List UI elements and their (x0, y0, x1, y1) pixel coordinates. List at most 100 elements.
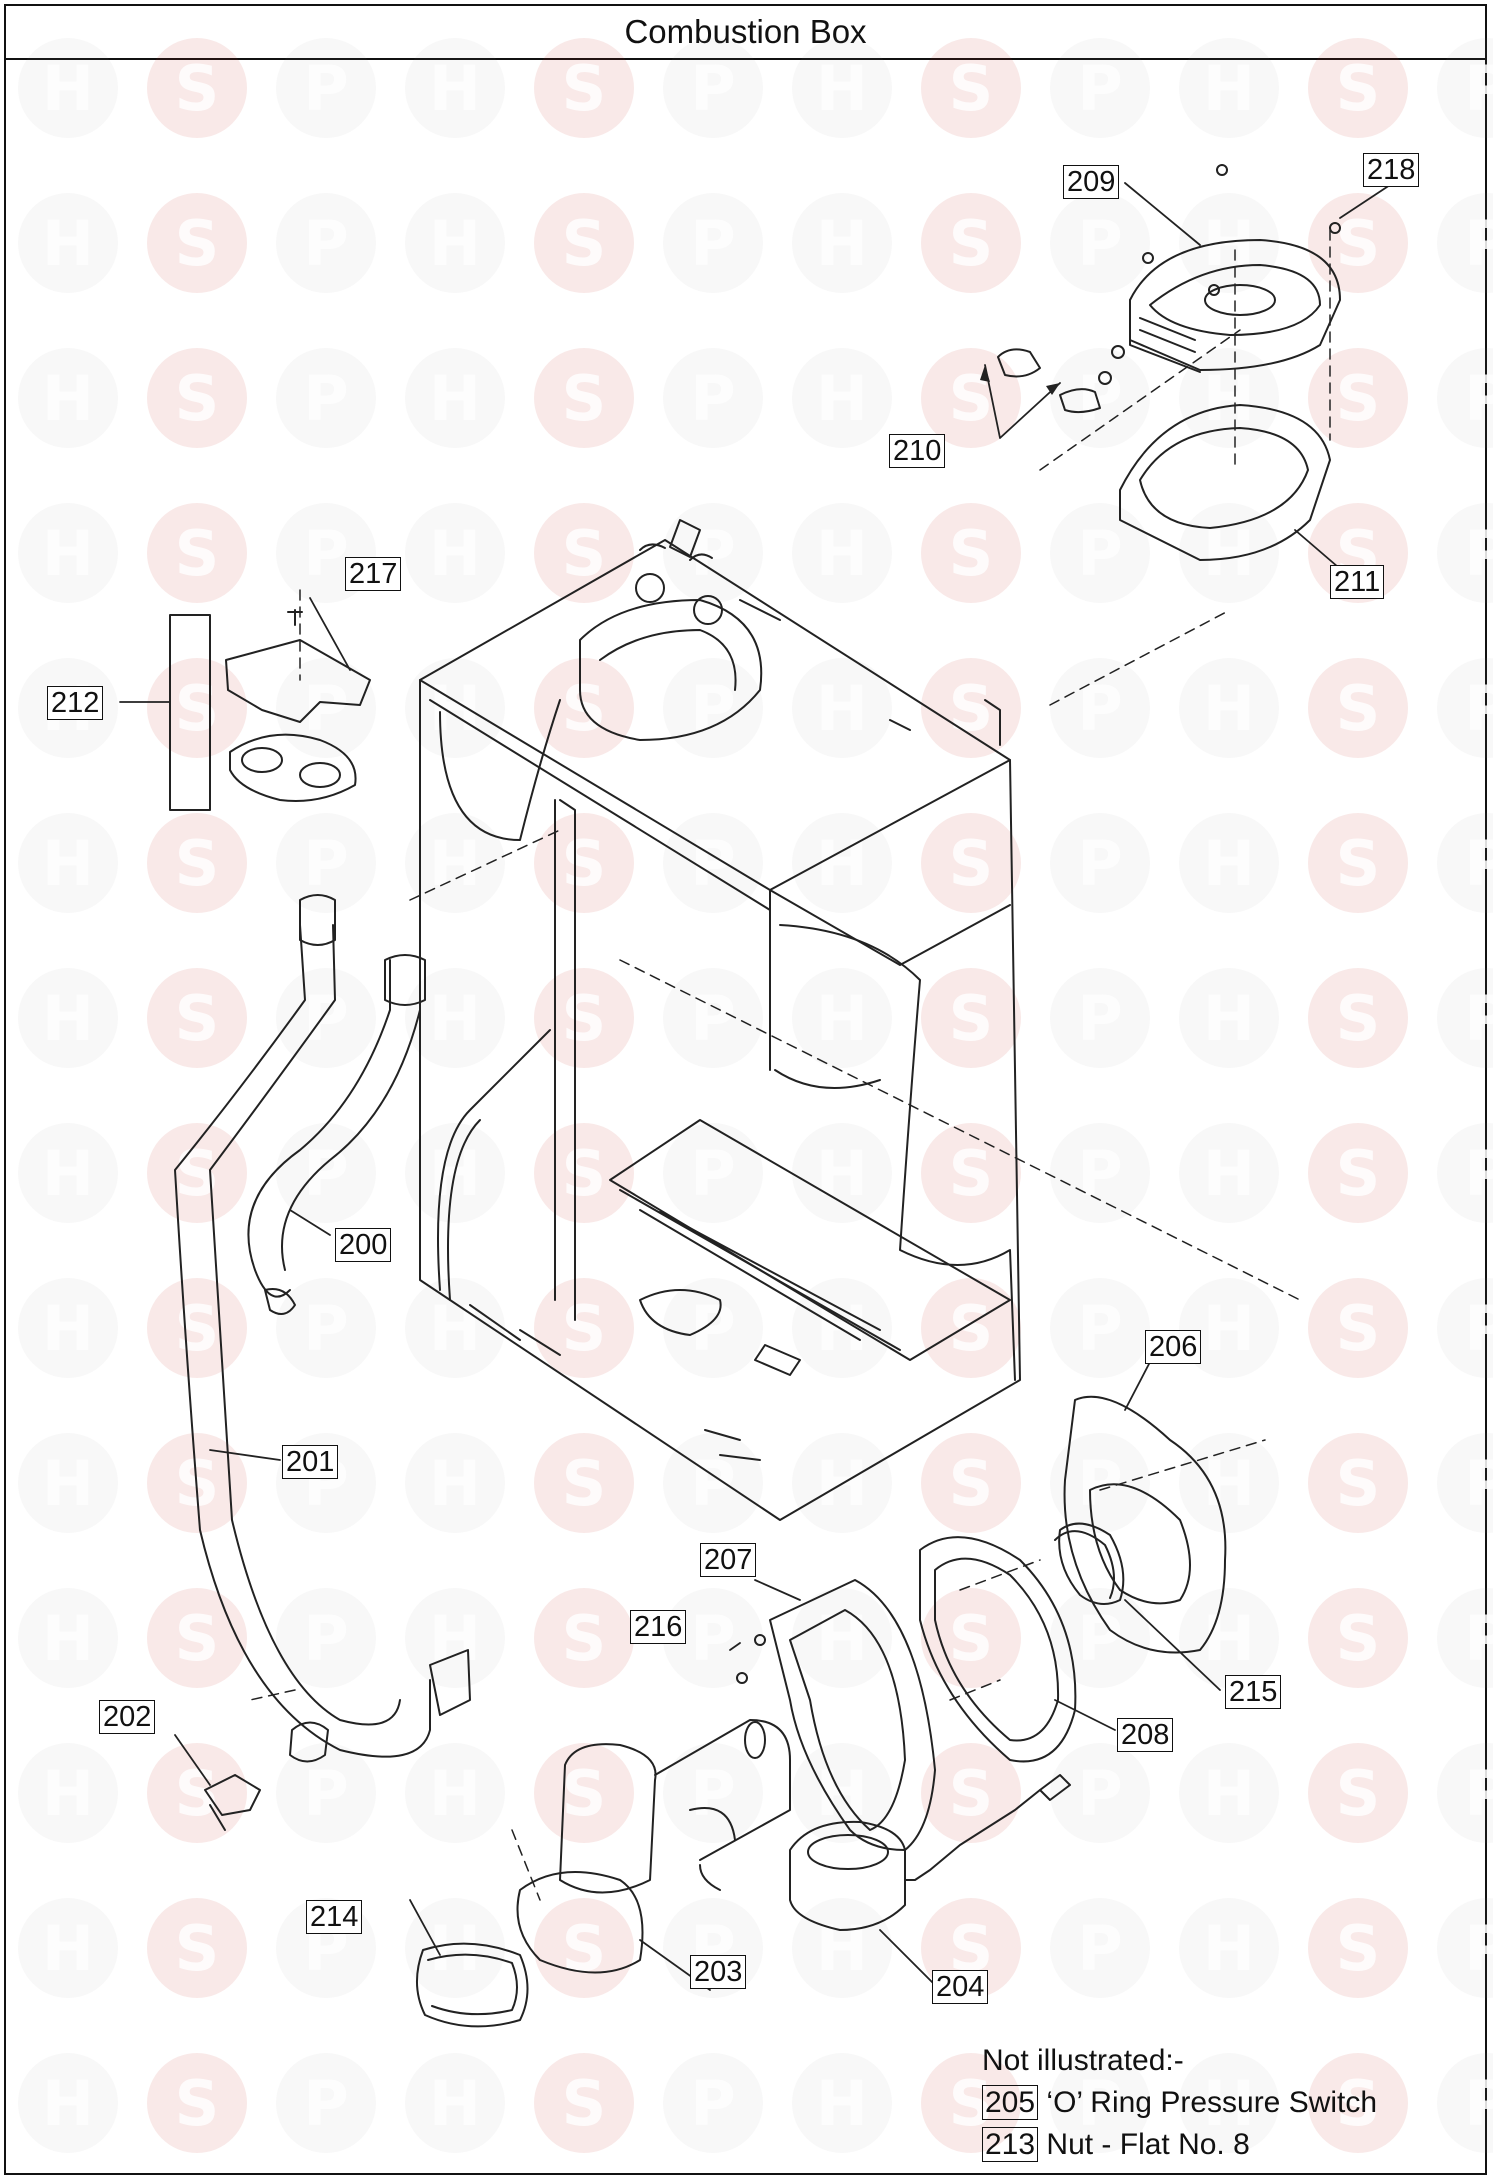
watermark-letter: H (1203, 827, 1255, 900)
watermark-letter: H (429, 672, 481, 745)
watermark-letter: P (1077, 2067, 1122, 2140)
watermark-letter: P (1077, 517, 1122, 590)
watermark-disc (405, 503, 505, 603)
watermark-letter: P (303, 1292, 348, 1365)
watermark-disc (534, 1433, 634, 1533)
not-illustrated-notes: Not illustrated:- 205 ‘O’ Ring Pressure … (982, 2040, 1377, 2166)
watermark-disc (1050, 658, 1150, 758)
watermark-letter: S (562, 1602, 607, 1675)
watermark-disc (1179, 658, 1279, 758)
watermark-disc (405, 1743, 505, 1843)
watermark-disc (921, 968, 1021, 1068)
watermark-letter: H (816, 827, 868, 900)
alignment-lines (249, 229, 1331, 1901)
watermark-letter: P (1077, 1292, 1122, 1365)
watermark-disc (1437, 193, 1493, 293)
watermark-letter: S (1336, 672, 1381, 745)
watermark-letter: P (1077, 1137, 1122, 1210)
watermark-disc (663, 1588, 763, 1688)
watermark-disc (18, 1898, 118, 1998)
watermark-letter: S (175, 1602, 220, 1675)
watermark-disc (792, 1123, 892, 1223)
watermark-letter: H (1203, 2067, 1255, 2140)
watermark-letter: P (690, 827, 735, 900)
watermark-disc (663, 658, 763, 758)
watermark-letter: S (175, 207, 220, 280)
part-label-204: 204 (932, 1970, 989, 2004)
watermark-letter: P (690, 1447, 735, 1520)
watermark-letter: H (816, 672, 868, 745)
watermark-letter: H (42, 1602, 94, 1675)
watermark-letter: P (1077, 982, 1122, 1055)
watermark-letter: H (429, 2067, 481, 2140)
watermark-letter: S (949, 1292, 994, 1365)
watermark-disc (534, 348, 634, 448)
watermark-disc (792, 503, 892, 603)
watermark-letter: H (42, 827, 94, 900)
watermark-letter: H (1203, 1292, 1255, 1365)
watermark-letter: S (1336, 2067, 1381, 2140)
watermark-disc (792, 193, 892, 293)
watermark-letter: S (175, 1912, 220, 1985)
watermark-disc (792, 38, 892, 138)
watermark-disc (276, 348, 376, 448)
burner-flange (736, 1579, 936, 1851)
part-label-210: 210 (889, 434, 946, 468)
watermark-letter: H (1203, 672, 1255, 745)
part-label-211: 211 (1330, 565, 1385, 599)
watermark-disc (147, 2053, 247, 2153)
watermark-disc (18, 38, 118, 138)
watermark-disc (921, 658, 1021, 758)
watermark-disc (792, 1743, 892, 1843)
watermark-disc (921, 2053, 1021, 2153)
watermark-disc (921, 1743, 1021, 1843)
watermark-letter: P (1464, 827, 1493, 900)
watermark-letter: P (1464, 1137, 1493, 1210)
watermark-disc (663, 968, 763, 1068)
watermark-disc (1308, 968, 1408, 1068)
watermark-letter: S (949, 1757, 994, 1830)
seal-ring (415, 1942, 529, 2028)
watermark-letter: S (175, 1292, 220, 1365)
watermark-letter: P (1464, 207, 1493, 280)
watermark-letter: S (562, 1292, 607, 1365)
watermark-letter: P (1077, 1912, 1122, 1985)
watermark-disc (1308, 1898, 1408, 1998)
watermark-disc (276, 813, 376, 913)
watermark-disc (1179, 968, 1279, 1068)
watermark-letter: H (1203, 1137, 1255, 1210)
watermark-letter: H (42, 517, 94, 590)
watermark-disc (18, 1433, 118, 1533)
watermark-letter: H (429, 362, 481, 435)
clamp-and-seal (169, 609, 371, 811)
watermark-disc (792, 658, 892, 758)
watermark-disc (18, 348, 118, 448)
watermark-letter: P (303, 827, 348, 900)
watermark-letter: S (1336, 1602, 1381, 1675)
watermark-disc (534, 38, 634, 138)
watermark-letter: H (429, 517, 481, 590)
watermark-letter: S (175, 517, 220, 590)
watermark-disc (921, 1588, 1021, 1688)
watermark-disc (534, 968, 634, 1068)
watermark-disc (147, 38, 247, 138)
watermark-letter: P (303, 1602, 348, 1675)
watermark-disc (1179, 38, 1279, 138)
watermark-disc (405, 2053, 505, 2153)
watermark-disc (1050, 1278, 1150, 1378)
watermark-letter: H (42, 207, 94, 280)
watermark-disc (1050, 1743, 1150, 1843)
watermark-letter: S (175, 52, 220, 125)
watermark-letter: P (690, 207, 735, 280)
watermark-disc (534, 2053, 634, 2153)
title-bar: Combustion Box (6, 6, 1485, 60)
watermark-disc (663, 38, 763, 138)
watermark-letter: P (690, 982, 735, 1055)
watermark-disc (1437, 658, 1493, 758)
part-label-214: 214 (306, 1900, 363, 1934)
watermark-letter: S (562, 2067, 607, 2140)
watermark-disc (1437, 503, 1493, 603)
watermark-letter: S (949, 1137, 994, 1210)
watermark-disc (534, 1898, 634, 1998)
watermark-disc (792, 968, 892, 1068)
